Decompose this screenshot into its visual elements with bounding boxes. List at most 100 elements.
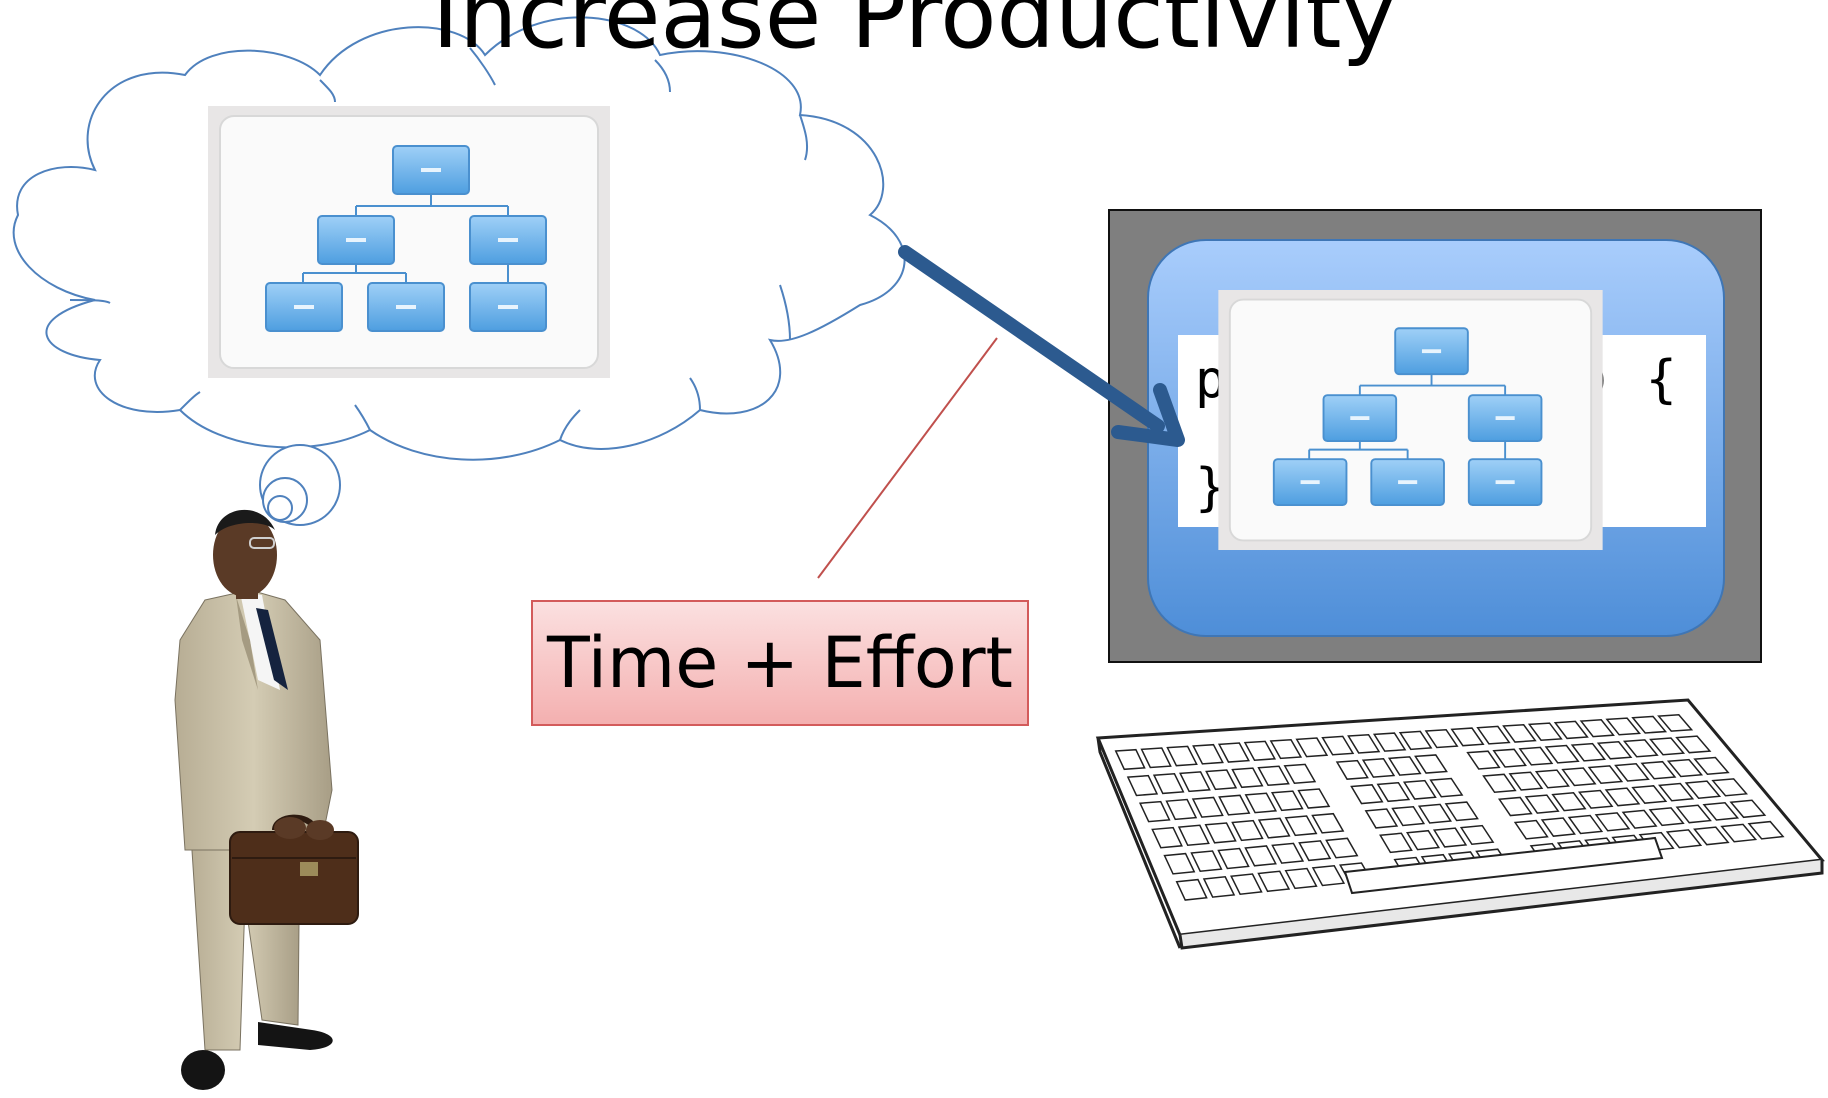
keyboard-key <box>1325 837 1359 859</box>
keyboard-key <box>1497 796 1533 817</box>
keyboard-key <box>1190 850 1223 872</box>
keyboard-key <box>1544 744 1580 764</box>
keyboard-key <box>1391 805 1426 827</box>
slide-title: Increase Productivity <box>432 0 1396 69</box>
keyboard-key <box>1270 790 1304 812</box>
keyboard-key <box>1631 785 1668 804</box>
keyboard-key <box>1604 787 1641 807</box>
keyboard-key <box>1631 715 1668 734</box>
keyboard-key <box>1140 747 1172 769</box>
keyboard-key <box>1372 732 1407 752</box>
keyboard-key <box>1138 800 1171 823</box>
keyboard-key <box>1675 735 1712 754</box>
keyboard-key <box>1398 730 1433 751</box>
keyboard-key <box>1165 798 1198 821</box>
keyboard-key <box>1729 799 1767 819</box>
keyboard-key <box>1621 809 1658 829</box>
keyboard-key <box>1657 714 1694 732</box>
keyboard-key <box>1666 758 1704 778</box>
keyboard-key <box>1658 782 1695 802</box>
keyboard-key <box>1614 763 1650 782</box>
keyboard-key <box>1205 769 1238 791</box>
keyboard-key <box>1347 733 1381 754</box>
connector-line <box>817 337 998 579</box>
keyboard-key <box>1350 784 1384 805</box>
keyboard-key <box>1518 746 1554 766</box>
keyboard-key <box>1284 815 1318 837</box>
keyboard-key <box>1321 735 1355 756</box>
keyboard-key <box>1711 778 1748 797</box>
keyboard-key <box>1361 757 1396 778</box>
keyboard-key <box>1364 808 1399 829</box>
keyboard-key <box>1298 840 1332 862</box>
keyboard-key <box>1376 781 1411 803</box>
keyboard-key <box>1243 740 1277 761</box>
keyboard-key <box>1622 739 1659 758</box>
keyboard-key <box>1218 794 1251 816</box>
keyboard-key <box>1414 754 1448 774</box>
keyboard-key <box>1476 725 1511 745</box>
keyboard-key <box>1444 801 1479 822</box>
keyboard-key <box>1202 876 1236 898</box>
keyboard-key <box>1230 873 1263 896</box>
keyboard-key <box>1675 804 1712 824</box>
keyboard-key <box>1244 792 1278 814</box>
keyboard-key <box>1257 817 1291 839</box>
businessman-icon <box>174 509 359 1090</box>
keyboard-key <box>1567 814 1604 835</box>
keyboard-key <box>1151 826 1183 849</box>
keyboard-key <box>1204 822 1237 844</box>
keyboard-key <box>1177 824 1210 847</box>
keyboard-key <box>1561 767 1597 787</box>
keyboard-key <box>1450 727 1485 747</box>
keyboard-key <box>1179 771 1211 793</box>
keyboard-key <box>1402 779 1437 800</box>
keyboard-key <box>1502 723 1537 743</box>
keyboard-key <box>1257 870 1291 893</box>
keyboard-key <box>1163 852 1196 875</box>
keyboard-key <box>1527 722 1563 742</box>
keyboard-key <box>1648 807 1685 827</box>
keyboard-key <box>1577 789 1614 809</box>
keyboard-key <box>1553 720 1589 740</box>
keyboard-icon <box>1095 698 1825 950</box>
keyboard-key <box>1524 794 1560 814</box>
keyboard-key <box>1596 741 1633 760</box>
keyboard-key <box>1166 745 1198 767</box>
keyboard-key <box>1231 819 1264 842</box>
keyboard-key <box>1466 750 1501 770</box>
keyboard-key <box>1579 718 1615 738</box>
time-effort-label: Time + Effort <box>547 622 1013 704</box>
keyboard-key <box>1175 878 1208 901</box>
keyboard-key <box>1513 819 1549 840</box>
keyboard-key <box>1424 728 1459 749</box>
keyboard-key <box>1693 826 1730 846</box>
keyboard-key <box>1405 829 1441 851</box>
time-effort-box: Time + Effort <box>531 600 1029 726</box>
arrow-icon <box>898 245 1185 447</box>
org-chart-icon <box>208 106 610 378</box>
keyboard-key <box>1191 796 1224 818</box>
keyboard-key <box>1284 867 1318 890</box>
keyboard-key <box>1594 812 1631 832</box>
keyboard-key <box>1459 824 1495 846</box>
keyboard-key <box>1605 717 1641 736</box>
keyboard-key <box>1295 737 1329 758</box>
keyboard-key <box>1217 847 1250 870</box>
keyboard-key <box>1540 817 1576 837</box>
keyboard-key <box>1432 827 1468 848</box>
keyboard-key <box>1379 832 1413 854</box>
keyboard-key <box>1114 748 1146 771</box>
keyboard-key <box>1570 742 1607 762</box>
keyboard-key <box>1387 756 1422 776</box>
keyboard-key <box>1693 756 1730 775</box>
keyboard-key <box>1649 737 1686 756</box>
keyboard-key <box>1587 765 1624 785</box>
keyboard-key <box>1508 771 1544 791</box>
keyboard-key <box>1152 773 1185 795</box>
org-chart-screen-icon <box>1218 290 1603 550</box>
keyboard-key <box>1534 769 1570 789</box>
keyboard-key <box>1429 777 1464 798</box>
keyboard-key <box>1192 743 1224 765</box>
